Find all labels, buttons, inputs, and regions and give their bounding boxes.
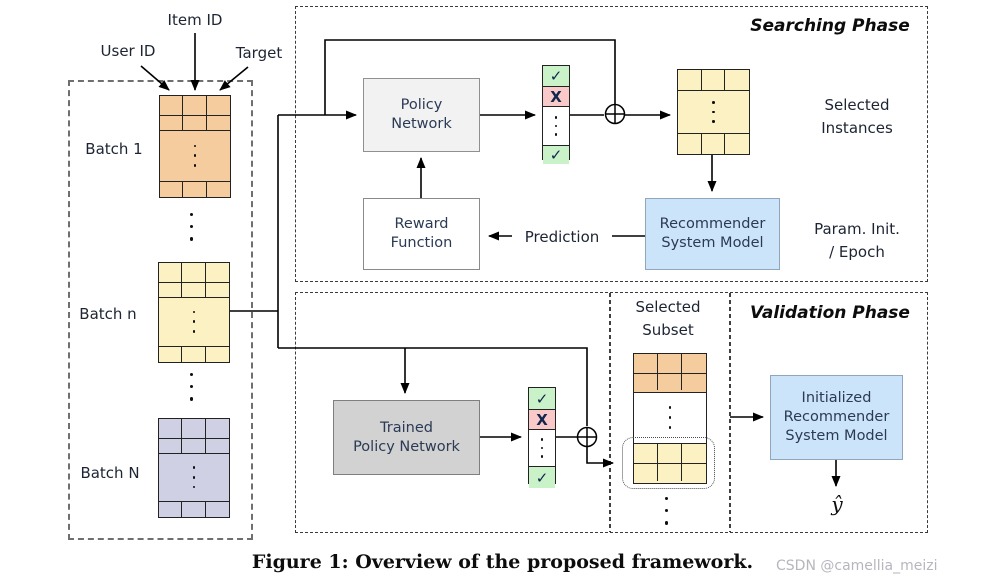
searching-phase-title: Searching Phase — [750, 16, 910, 36]
subset-dotted-outline — [622, 437, 715, 489]
check-cell: ✓ — [543, 66, 569, 86]
subset-orange-grid — [633, 353, 707, 393]
vertical-dots — [554, 115, 558, 137]
searching-phase-box — [295, 6, 928, 282]
vertical-dots — [192, 310, 196, 333]
trained-policy-network-box: Trained Policy Network — [333, 400, 480, 475]
initialized-recommender-box: Initialized Recommender System Model — [770, 375, 903, 460]
vertical-dots — [190, 213, 194, 241]
vertical-dots — [665, 497, 669, 525]
selected-instances-grid — [677, 69, 750, 155]
validation-phase-title: Validation Phase — [750, 303, 910, 323]
cross-cell: X — [543, 86, 569, 106]
batch-N-label: Batch N — [80, 464, 140, 482]
item-id-label: Item ID — [167, 11, 223, 29]
check-cell: ✓ — [543, 145, 569, 164]
watermark: CSDN @camellia_meizi — [776, 558, 938, 574]
selection-vector-validation: ✓ X ✓ — [528, 387, 556, 488]
figure-caption: Figure 1: Overview of the proposed frame… — [251, 551, 754, 573]
vertical-dots — [668, 406, 672, 429]
policy-network-box: Policy Network — [363, 78, 480, 152]
vertical-dots — [540, 437, 544, 459]
selected-subset-label: Selected Subset — [635, 298, 701, 339]
prediction-label: Prediction — [512, 228, 612, 246]
param-init-epoch-label: Param. Init. / Epoch — [814, 220, 900, 262]
batch-1-grid — [159, 95, 231, 198]
y-hat-output: ŷ — [831, 492, 843, 516]
vertical-dots — [190, 373, 194, 401]
check-cell: ✓ — [529, 466, 555, 488]
check-cell: ✓ — [529, 388, 555, 409]
recommender-system-model-box: Recommender System Model — [645, 198, 780, 270]
selection-vector-searching: ✓ X ✓ — [542, 65, 570, 164]
batch-n-label: Batch n — [79, 305, 137, 323]
reward-function-box: Reward Function — [363, 198, 480, 270]
subset-middle-section — [633, 392, 707, 443]
batch-N-grid — [158, 418, 230, 518]
vertical-dots — [193, 144, 197, 167]
target-label: Target — [235, 44, 283, 62]
subset-yellow-grid — [633, 443, 707, 484]
selected-instances-label: Selected Instances — [821, 96, 893, 138]
cross-cell: X — [529, 409, 555, 429]
vertical-dots — [192, 466, 196, 489]
user-id-label: User ID — [100, 42, 156, 60]
batch-n-grid — [158, 262, 230, 363]
vertical-dots — [712, 100, 715, 124]
batch-1-label: Batch 1 — [85, 140, 143, 158]
